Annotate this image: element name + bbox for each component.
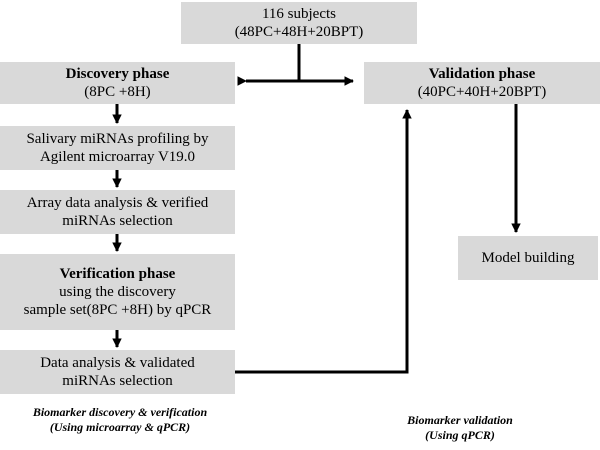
subjects-count: 116 subjects <box>261 6 337 22</box>
model-building-label: Model building <box>481 250 575 266</box>
verification-phase-box: Verification phase using the discovery s… <box>0 254 235 330</box>
validation-phase-title: Validation phase <box>428 66 536 82</box>
left-caption: Biomarker discovery & verification (Usin… <box>0 405 240 435</box>
array-analysis-box: Array data analysis & verified miRNAs se… <box>0 190 235 234</box>
right-caption-line2: (Using qPCR) <box>425 428 495 442</box>
validation-phase-samples: (40PC+40H+20BPT) <box>417 84 547 100</box>
data-analysis-box: Data analysis & validated miRNAs selecti… <box>0 350 235 394</box>
discovery-phase-samples: (8PC +8H) <box>84 84 151 100</box>
right-caption: Biomarker validation (Using qPCR) <box>380 413 540 443</box>
data-analysis-line1: Data analysis & validated <box>40 355 195 371</box>
verification-phase-line2: using the discovery <box>59 284 176 300</box>
model-building-box: Model building <box>458 236 598 280</box>
right-caption-line1: Biomarker validation <box>407 413 513 427</box>
discovery-phase-box: Discovery phase (8PC +8H) <box>0 62 235 104</box>
subjects-box: 116 subjects (48PC+48H+20BPT) <box>181 2 417 44</box>
data-analysis-line2: miRNAs selection <box>62 373 173 389</box>
array-analysis-line1: Array data analysis & verified <box>26 195 209 211</box>
array-analysis-line2: miRNAs selection <box>62 213 173 229</box>
verification-phase-title: Verification phase <box>59 266 176 282</box>
discovery-phase-title: Discovery phase <box>65 66 170 82</box>
validation-phase-box: Validation phase (40PC+40H+20BPT) <box>364 62 600 104</box>
profiling-box: Salivary miRNAs profiling by Agilent mic… <box>0 126 235 170</box>
left-caption-line2: (Using microarray & qPCR) <box>49 420 191 434</box>
left-caption-line1: Biomarker discovery & verification <box>32 405 208 419</box>
profiling-line2: Agilent microarray V19.0 <box>39 149 196 165</box>
verification-phase-line3: sample set(8PC +8H) by qPCR <box>23 302 212 318</box>
subjects-composition: (48PC+48H+20BPT) <box>234 24 364 40</box>
profiling-line1: Salivary miRNAs profiling by <box>26 131 209 147</box>
data-to-validation-arrow <box>235 109 412 374</box>
